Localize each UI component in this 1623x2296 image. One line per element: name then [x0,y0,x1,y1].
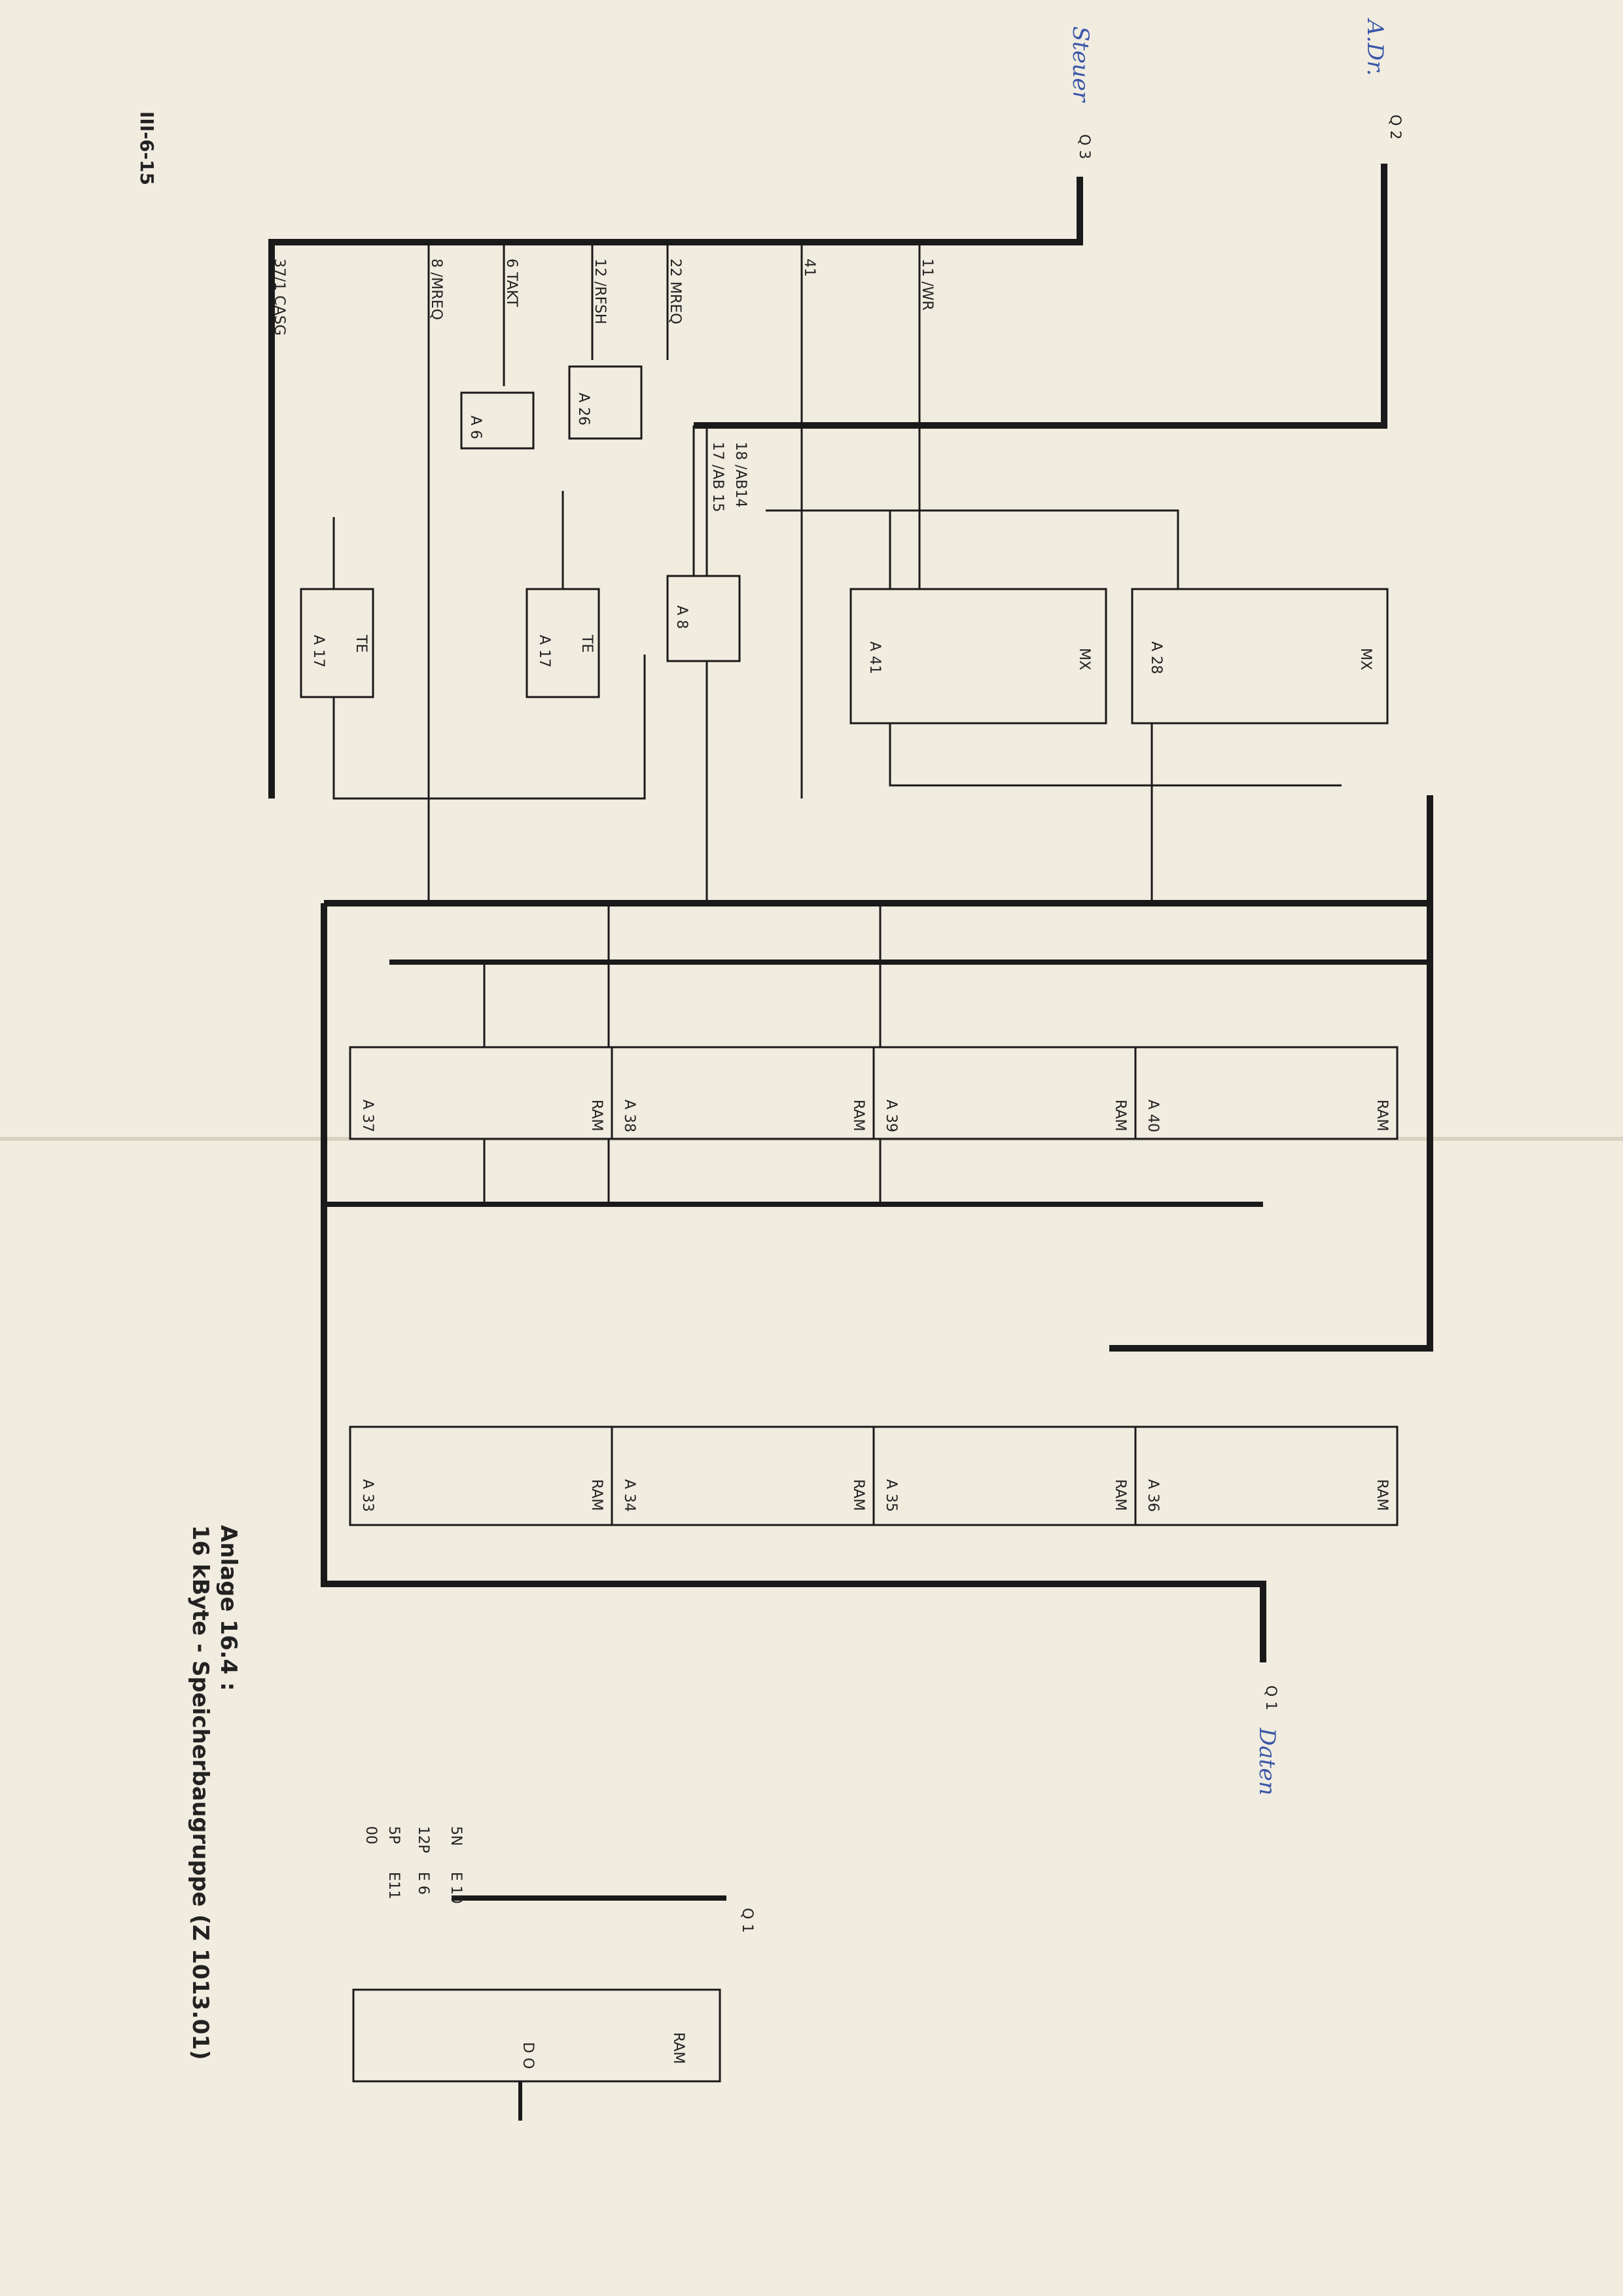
signal-takt: 6 TAKT [503,259,520,307]
signal-41: 41 [801,259,817,277]
power-e11: E11 [385,1872,402,1899]
ram-a35-label: A 35 [883,1479,899,1512]
ram-row2 [349,1426,1399,1526]
ram-row2-labels: A 33 A 34 A 35 A 36 RAM RAM RAM RAM [359,1479,1390,1512]
connector-q3: Q 3 [1076,134,1092,159]
gate-a6 [460,391,535,450]
power-12p: 12P [415,1826,431,1853]
ram-a39-label: A 39 [883,1100,899,1132]
ram-a34-type: RAM [850,1479,866,1511]
signal-ab14: 18 /AB14 [732,442,749,508]
signal-wr: 11 /WR [919,259,935,310]
logic-gates [300,365,741,698]
page-code: III-6-15 [136,111,158,185]
ram-a40-type: RAM [1374,1100,1390,1131]
ram-a33 [349,1426,613,1526]
connector-q2: Q 2 [1387,115,1403,139]
handwritten-adr: A.Dr. [1362,18,1388,76]
signal-casg: 37/1 CASG [271,259,287,336]
mux-a28-mx: MX [1357,648,1374,670]
mux-a41 [849,588,1107,725]
mux-a28 [1131,588,1389,725]
gate-a8-label: A 8 [673,605,690,629]
ram-a34-label: A 34 [621,1479,637,1512]
ram-a40-label: A 40 [1145,1100,1161,1132]
signal-mreq: 8 /MREQ [428,259,444,320]
ram-spare-do: D O [520,2042,536,2069]
ram-a40 [1134,1046,1399,1140]
ram-a37-label: A 37 [359,1100,376,1132]
mux-a28-label: A 28 [1148,641,1164,674]
flipflop-a17-left-label: A 17 [310,635,327,668]
ram-a36-label: A 36 [1145,1479,1161,1512]
ram-a35-type: RAM [1112,1479,1128,1511]
ram-spare-type: RAM [670,2032,687,2064]
multiplexers [849,588,1389,725]
handwritten-daten: Daten [1254,1727,1280,1795]
ram-row1-labels: A 37 A 38 A 39 A 40 RAM RAM RAM RAM [359,1100,1390,1132]
ram-a39-type: RAM [1112,1100,1128,1131]
ram-a33-type: RAM [588,1479,605,1511]
signal-ab15: 17 /AB 15 [709,442,726,512]
power-5p: 5P [385,1826,402,1844]
flipflop-a17-right-label: A 17 [536,635,552,668]
ram-spare [352,1988,721,2083]
ram-a39 [872,1046,1137,1140]
gate-a8 [666,575,741,662]
ram-a37-type: RAM [588,1100,605,1131]
power-5n: 5N [448,1826,464,1846]
bus-lines [268,164,1433,2121]
caption-line1: Anlage 16.4 : [215,1525,241,1691]
flipflop-a17-left [300,588,374,698]
power-pins: 5N 12P 5P 00 E 10 E 6 E11 [363,1826,464,1904]
power-00: 00 [363,1826,379,1844]
ram-a38-type: RAM [850,1100,866,1131]
gate-a26-label: A 26 [575,393,592,425]
ram-a38 [611,1046,875,1140]
handwritten-steuer: Steuer [1067,26,1094,103]
connector-q1-lower: Q 1 [739,1908,755,1933]
mux-a41-mx: MX [1076,648,1092,670]
flipflop-a17-right-te: TE [579,634,595,653]
ram-a33-label: A 33 [359,1479,376,1512]
gate-a26 [568,365,643,440]
ram-a38-label: A 38 [621,1100,637,1132]
ram-a37 [349,1046,613,1140]
caption-line2: 16 kByte - Speicherbaugruppe (Z 1013.01) [187,1525,213,2060]
signal-labels: 37/1 CASG 8 /MREQ 6 TAKT 12 /RFSH 22 MRE… [271,259,935,512]
ram-a36 [1134,1426,1399,1526]
gate-a6-label: A 6 [467,416,484,439]
power-e6: E 6 [415,1872,431,1895]
flipflop-a17-left-te: TE [353,634,369,653]
signal-mreq2: 22 MREQ [667,259,683,324]
ram-row1 [349,1046,1399,1140]
power-e10: E 10 [448,1872,464,1904]
ram-a34 [611,1426,875,1526]
mux-a41-label: A 41 [866,641,883,674]
connector-q1: Q 1 [1262,1685,1279,1710]
ram-a36-type: RAM [1374,1479,1390,1511]
ram-a35 [872,1426,1137,1526]
signal-rfsh: 12 /RFSH [592,259,608,324]
flipflop-a17-right [526,588,600,698]
